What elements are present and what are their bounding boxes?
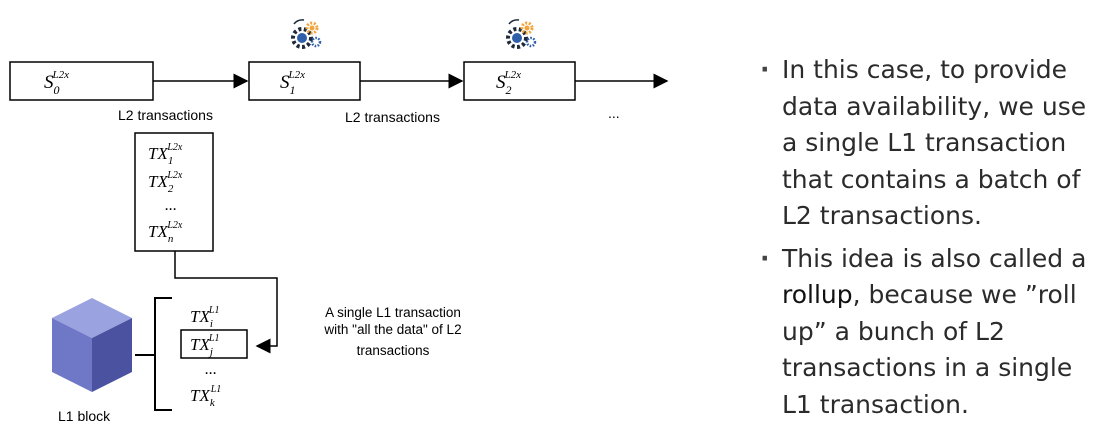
- bullet-item: In this case, to provide data availabili…: [760, 52, 1090, 235]
- gears-icon: [506, 19, 537, 49]
- continuation-ellipsis: ...: [608, 105, 620, 121]
- state-box-2: S2L2x: [463, 61, 576, 101]
- svg-text:TXkL1: TXkL1: [190, 384, 221, 409]
- rollup-diagram: S0L2x S1L2x S2L2x L2 transactions L2 tra…: [9, 19, 669, 424]
- svg-text:TX2L2x: TX2L2x: [148, 170, 183, 195]
- svg-text:TX1L2x: TX1L2x: [148, 142, 183, 167]
- svg-text:A single L1 transaction: A single L1 transaction: [325, 305, 461, 320]
- cube-icon: [52, 298, 132, 392]
- batch-to-l1-connector: [174, 251, 278, 354]
- bullet-text: In this case, to provide data availabili…: [782, 55, 1087, 230]
- svg-text:...: ...: [165, 197, 177, 214]
- edge-label-0: L2 transactions: [118, 107, 213, 123]
- bullet-text: , because we ”roll up” a bunch of L2 tra…: [782, 280, 1077, 419]
- l2-batch-box: TX1L2x TX2L2x ... TXnL2x: [134, 132, 214, 252]
- svg-text:S2L2x: S2L2x: [496, 69, 521, 97]
- gears-icon: [291, 19, 322, 49]
- bullet-item: This idea is also called a rollup, becau…: [760, 241, 1090, 424]
- bullet-list: In this case, to provide data availabili…: [760, 52, 1090, 429]
- highlighted-l1-transaction: [180, 329, 248, 359]
- svg-text:...: ...: [205, 361, 217, 378]
- bullet-text: This idea is also called a: [782, 243, 1087, 273]
- svg-text:TXnL2x: TXnL2x: [148, 220, 183, 245]
- svg-text:TXiL1: TXiL1: [190, 305, 219, 330]
- l1-block-label: L1 block: [58, 408, 111, 424]
- svg-text:transactions: transactions: [357, 343, 430, 358]
- svg-text:TXjL1: TXjL1: [190, 333, 219, 358]
- state-box-1: S1L2x: [248, 61, 361, 101]
- svg-text:S1L2x: S1L2x: [280, 69, 305, 97]
- l1-transaction-annotation: A single L1 transaction with "all the da…: [323, 305, 461, 358]
- rollup-keyword: rollup: [782, 280, 853, 309]
- edge-label-1: L2 transactions: [345, 109, 440, 125]
- l1-block-bracket: [135, 297, 172, 411]
- state-box-0: S0L2x: [9, 61, 154, 101]
- svg-text:S0L2x: S0L2x: [44, 69, 69, 97]
- svg-text:with "all the data" of L2: with "all the data" of L2: [323, 322, 461, 337]
- l1-transaction-list: TXiL1 TXjL1 ... TXkL1: [180, 305, 248, 409]
